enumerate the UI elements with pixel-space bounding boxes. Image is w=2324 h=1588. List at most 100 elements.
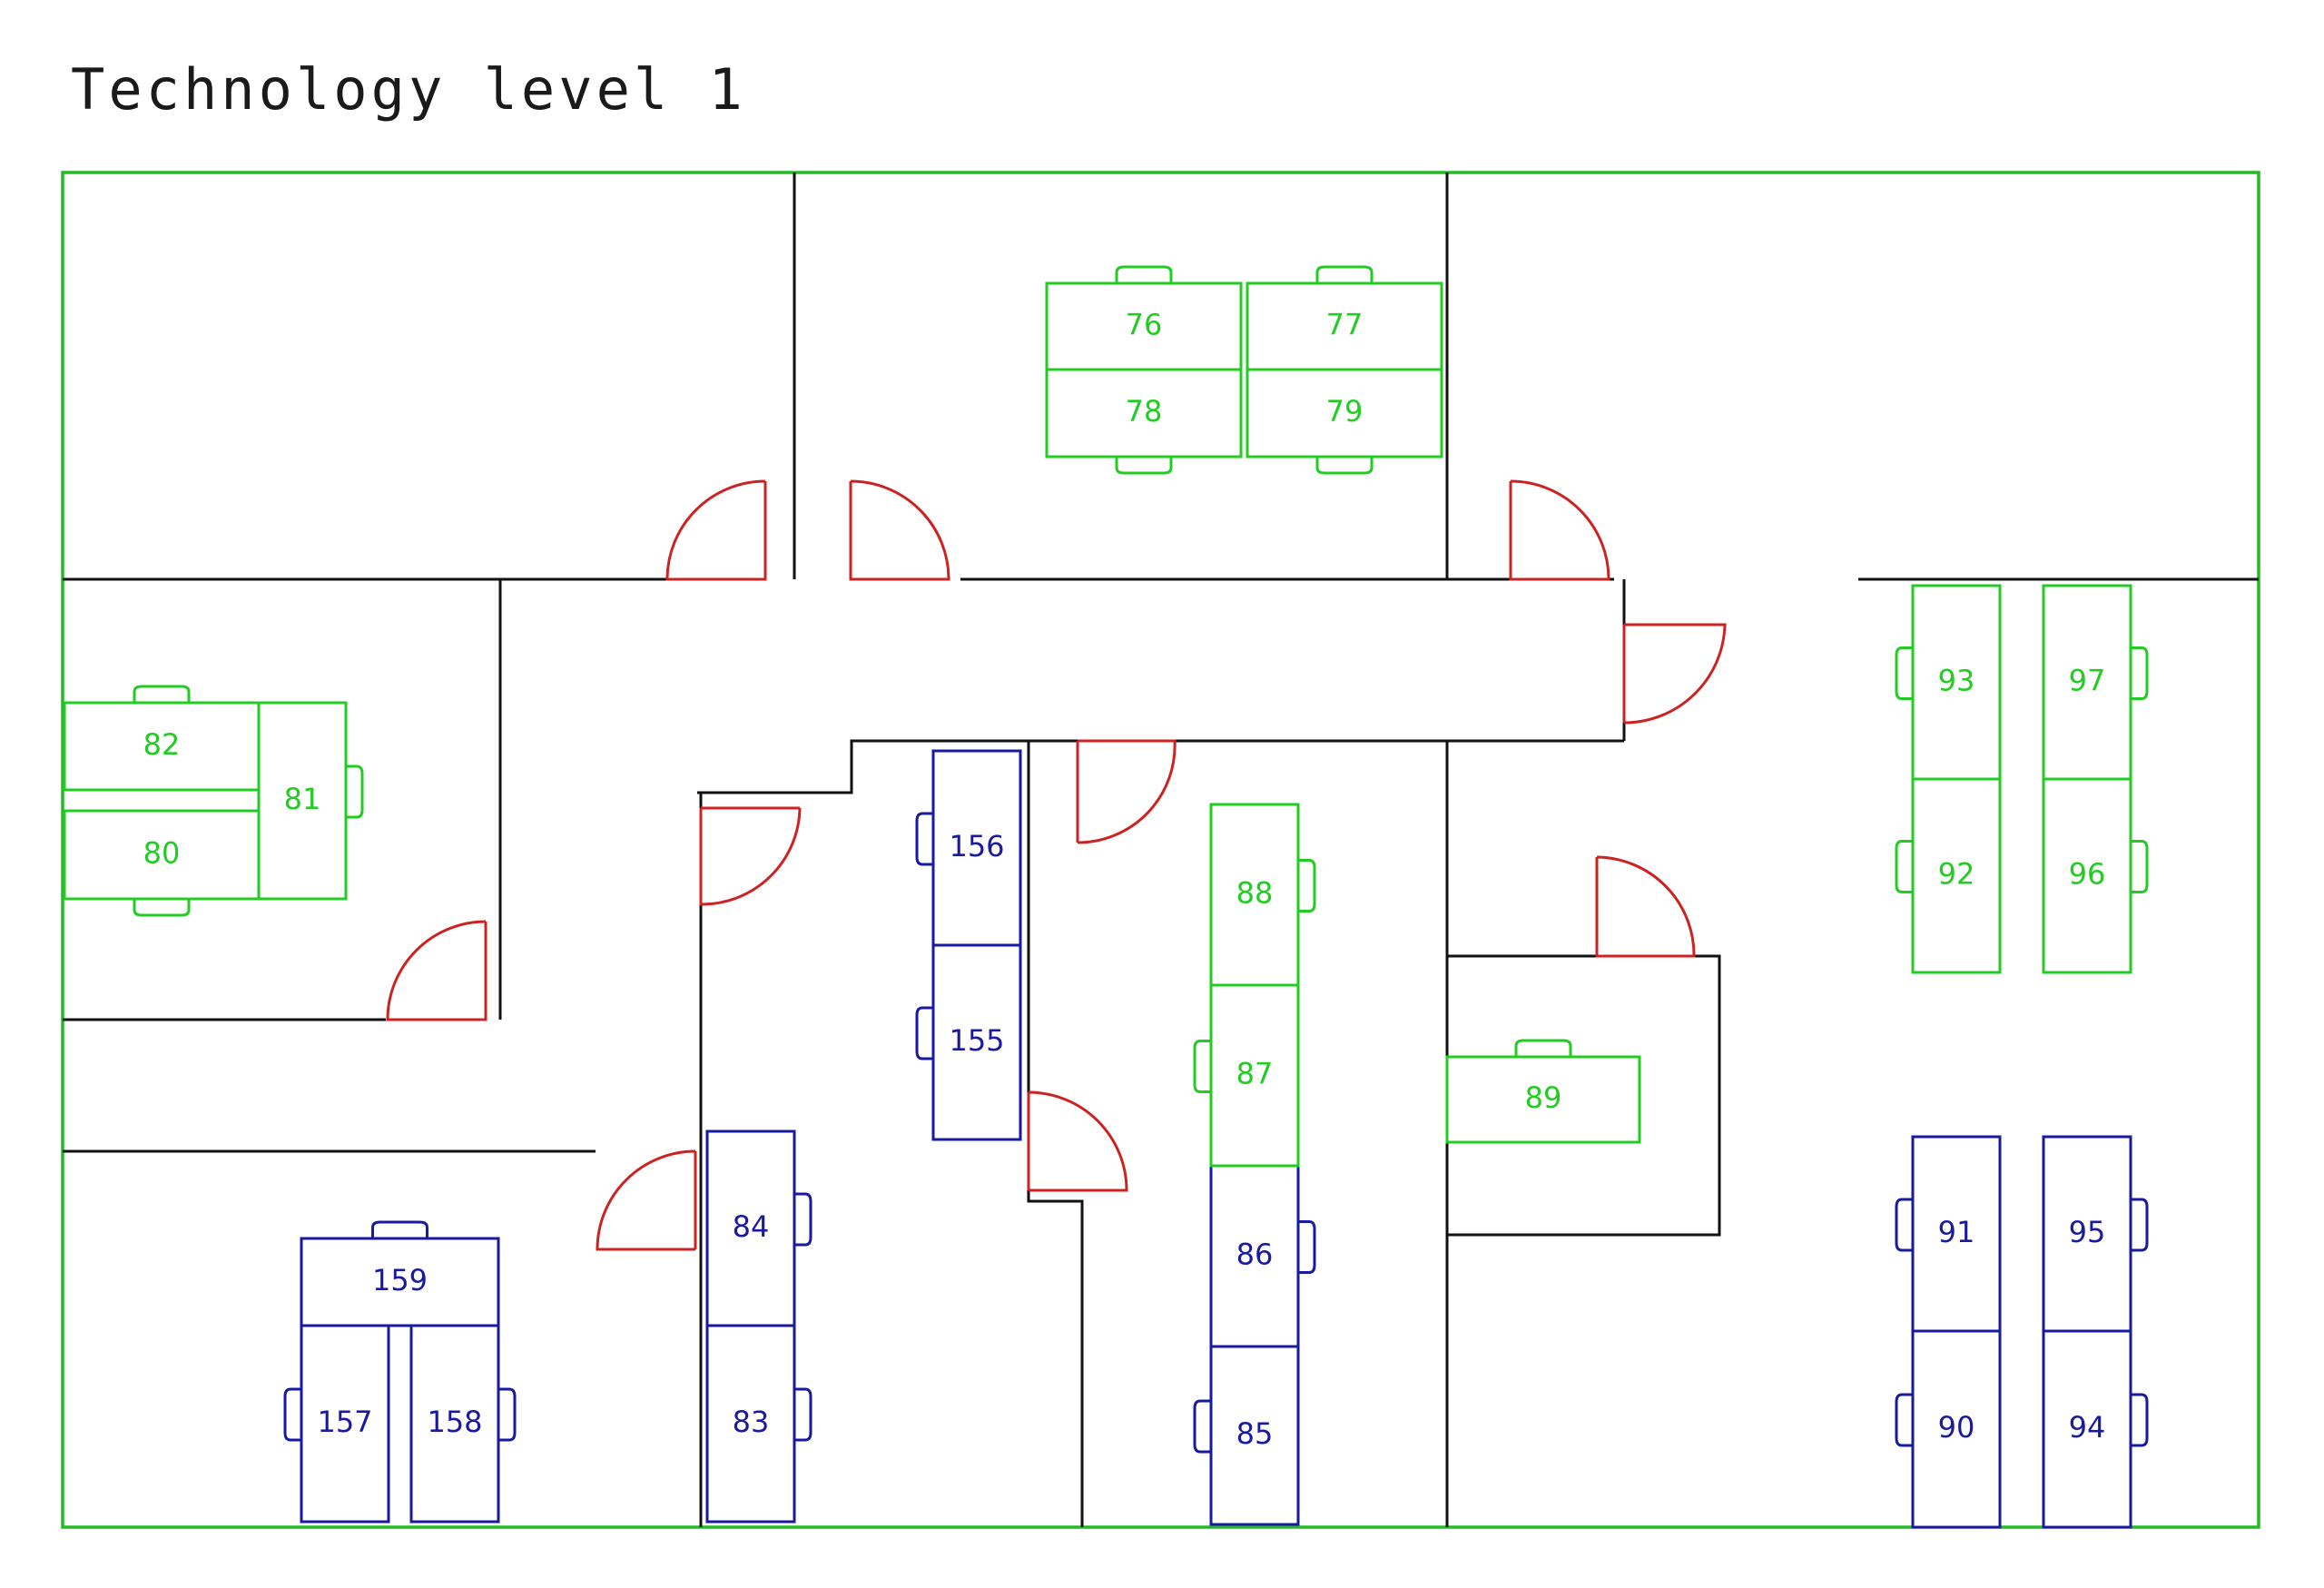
chair-icon — [794, 1387, 812, 1442]
chair-icon — [371, 1220, 428, 1238]
desk-87[interactable]: 87 — [1193, 983, 1300, 1168]
chair-icon — [283, 1387, 301, 1442]
desk-label: 79 — [1326, 394, 1364, 429]
chair-icon — [1895, 646, 1913, 700]
chair-icon — [1193, 1399, 1211, 1454]
chair-icon — [1298, 859, 1316, 912]
desk-label: 90 — [1938, 1410, 1975, 1445]
desk-83[interactable]: 83 — [705, 1324, 812, 1524]
desk-surface — [1209, 803, 1300, 987]
desk-156[interactable]: 156 — [915, 749, 1022, 947]
desk-label: 81 — [284, 782, 321, 816]
desk-label: 82 — [143, 727, 181, 762]
chair-icon — [2131, 646, 2149, 700]
building-outline — [61, 171, 2260, 1529]
desk-91[interactable]: 91 — [1895, 1135, 2002, 1333]
desk-label: 80 — [143, 836, 181, 871]
desk-95[interactable]: 95 — [2042, 1135, 2149, 1333]
desk-label: 94 — [2069, 1410, 2106, 1445]
desk-label: 155 — [949, 1023, 1004, 1058]
desk-surface — [2042, 584, 2132, 781]
desk-label: 86 — [1236, 1238, 1274, 1272]
desk-89[interactable]: 89 — [1445, 1039, 1641, 1144]
chair-icon — [1315, 457, 1374, 475]
desk-surface — [1911, 1329, 2002, 1529]
desk-label: 93 — [1938, 664, 1975, 698]
chair-icon — [346, 764, 364, 819]
desk-surface — [63, 701, 261, 792]
chair-icon — [2131, 1393, 2149, 1447]
desk-85[interactable]: 85 — [1193, 1345, 1300, 1526]
desk-label: 92 — [1938, 857, 1975, 892]
desk-surface — [63, 809, 261, 901]
desk-97[interactable]: 97 — [2042, 584, 2149, 781]
desk-79[interactable]: 79 — [1246, 368, 1443, 475]
desk-label: 95 — [2069, 1215, 2106, 1249]
chair-icon — [2131, 1198, 2149, 1252]
desk-159[interactable]: 159 — [300, 1220, 500, 1327]
desk-155[interactable]: 155 — [915, 943, 1022, 1141]
desk-label: 89 — [1525, 1080, 1562, 1115]
desk-surface — [1209, 1345, 1300, 1526]
chair-icon — [1895, 1393, 1913, 1447]
desk-surface — [257, 701, 348, 901]
desk-84[interactable]: 84 — [705, 1129, 812, 1327]
desk-80[interactable]: 80 — [63, 809, 261, 917]
chair-icon — [1115, 265, 1173, 283]
chair-icon — [1315, 265, 1374, 283]
chair-icon — [2131, 840, 2149, 893]
desk-surface — [1209, 983, 1300, 1168]
desk-surface — [1045, 368, 1243, 459]
desk-surface — [1246, 368, 1443, 459]
desk-label: 97 — [2069, 664, 2106, 698]
desk-surface — [1246, 281, 1443, 371]
desk-surface — [705, 1129, 796, 1327]
desk-surface — [1445, 1055, 1641, 1144]
desk-86[interactable]: 86 — [1209, 1164, 1316, 1348]
chair-icon — [1514, 1039, 1572, 1057]
desk-92[interactable]: 92 — [1895, 777, 2002, 974]
chair-icon — [915, 1006, 933, 1060]
desk-surface — [1911, 1135, 2002, 1333]
desk-label: 158 — [427, 1405, 482, 1439]
desk-77[interactable]: 77 — [1246, 265, 1443, 371]
desk-label: 159 — [372, 1263, 428, 1297]
chair-icon — [915, 812, 933, 866]
desk-label: 157 — [317, 1405, 372, 1439]
desk-label: 84 — [733, 1209, 770, 1244]
desk-81[interactable]: 81 — [257, 701, 364, 901]
desk-88[interactable]: 88 — [1209, 803, 1316, 987]
desk-surface — [931, 749, 1022, 947]
desk-93[interactable]: 93 — [1895, 584, 2002, 781]
doors — [386, 479, 1727, 1251]
desk-surface — [1045, 281, 1243, 371]
chair-icon — [498, 1387, 517, 1442]
chair-icon — [794, 1192, 812, 1247]
desk-label: 88 — [1236, 876, 1274, 911]
desk-label: 87 — [1236, 1057, 1274, 1091]
desk-surface — [1209, 1164, 1300, 1348]
desk-label: 91 — [1938, 1215, 1975, 1249]
desk-surface — [2042, 1329, 2132, 1529]
desk-90[interactable]: 90 — [1895, 1329, 2002, 1529]
desk-surface — [1911, 584, 2002, 781]
desk-96[interactable]: 96 — [2042, 777, 2149, 974]
desk-surface — [2042, 777, 2132, 974]
desk-158[interactable]: 158 — [409, 1324, 517, 1524]
chair-icon — [1895, 840, 1913, 893]
chair-icon — [133, 685, 191, 703]
desk-76[interactable]: 76 — [1045, 265, 1243, 371]
desk-surface — [409, 1324, 500, 1524]
desk-label: 83 — [733, 1405, 770, 1439]
desk-94[interactable]: 94 — [2042, 1329, 2149, 1529]
desk-surface — [1911, 777, 2002, 974]
chair-icon — [133, 899, 191, 917]
desk-78[interactable]: 78 — [1045, 368, 1243, 475]
desk-82[interactable]: 82 — [63, 685, 261, 792]
desk-label: 78 — [1126, 394, 1163, 429]
desk-157[interactable]: 157 — [283, 1324, 390, 1524]
floor-title: Technology level 1 — [71, 56, 746, 123]
desk-surface — [300, 1237, 500, 1327]
